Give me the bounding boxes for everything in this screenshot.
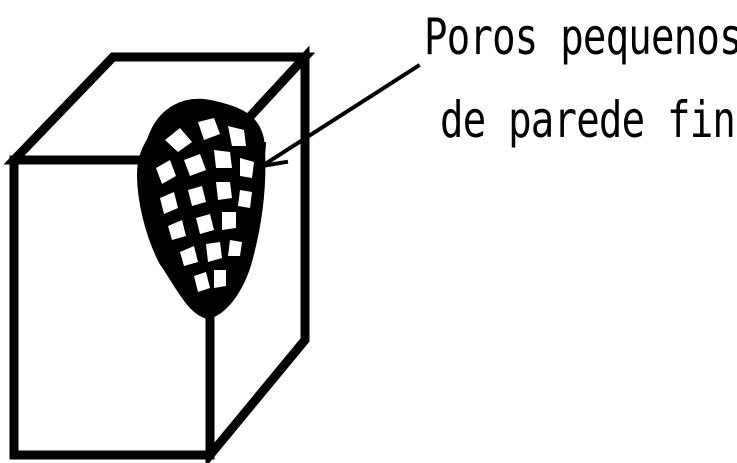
arrow-left-down-icon — [259, 63, 421, 169]
arrow-shaft — [259, 63, 421, 169]
arrow-head — [259, 141, 289, 169]
porous-region — [136, 98, 266, 320]
cube-side-face — [205, 45, 310, 463]
porous-blob-outline — [136, 98, 266, 320]
pore-cells — [156, 118, 254, 292]
annotation-line-2: de parede fina — [440, 91, 737, 149]
annotation-line-1: Poros pequenos — [424, 8, 737, 66]
